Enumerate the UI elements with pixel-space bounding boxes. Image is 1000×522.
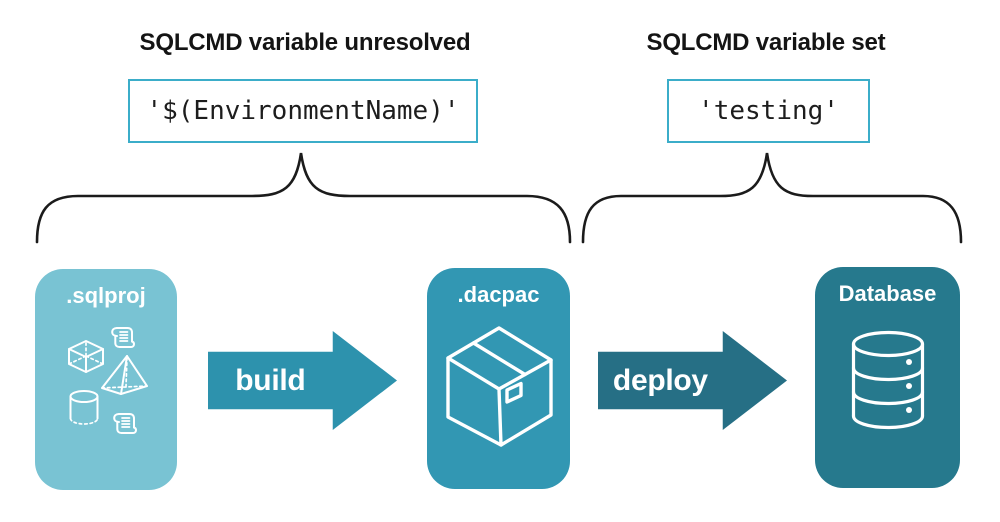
package-icon (446, 326, 553, 447)
brace-left (35, 152, 572, 244)
node-database-label: Database (838, 281, 937, 306)
node-dacpac: .dacpac (427, 268, 570, 489)
brace-right (581, 152, 963, 244)
build-arrow-label: build (235, 363, 306, 397)
code-unresolved-value: '$(EnvironmentName)' (146, 96, 460, 126)
deploy-arrow: deploy (598, 331, 787, 430)
heading-set: SQLCMD variable set (646, 29, 886, 56)
node-sqlproj-label: .sqlproj (66, 283, 146, 308)
code-box-set: 'testing' (667, 79, 870, 143)
sql-objects-icon (68, 327, 148, 434)
build-arrow: build (208, 331, 397, 430)
node-sqlproj: .sqlproj (35, 269, 177, 490)
node-dacpac-label: .dacpac (457, 282, 540, 307)
code-set-value: 'testing' (698, 96, 839, 126)
node-database: Database (815, 267, 960, 488)
code-box-unresolved: '$(EnvironmentName)' (128, 79, 478, 143)
database-icon (851, 330, 925, 430)
deploy-arrow-label: deploy (612, 363, 708, 397)
heading-unresolved: SQLCMD variable unresolved (139, 29, 471, 56)
